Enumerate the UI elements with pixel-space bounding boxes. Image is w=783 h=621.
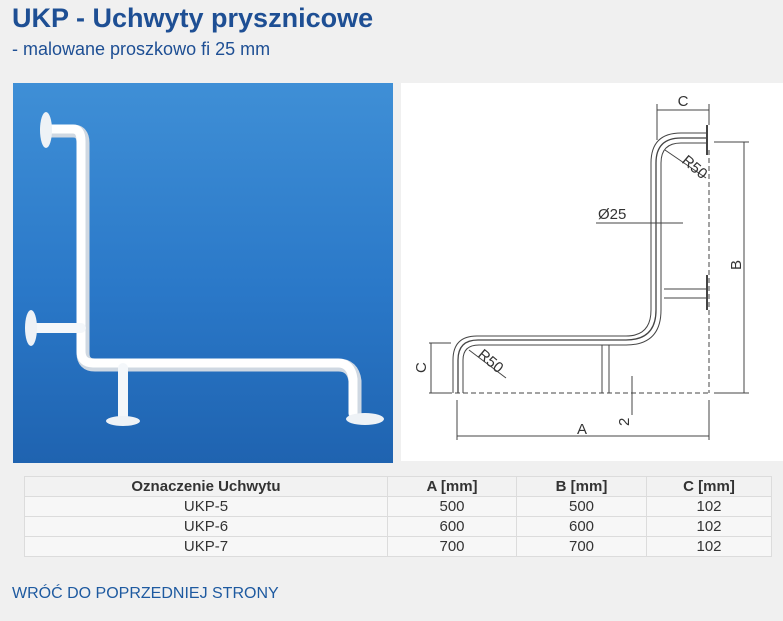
table-header-row: Oznaczenie Uchwytu A [mm] B [mm] C [mm] bbox=[24, 476, 772, 497]
header-c: C [mm] bbox=[646, 476, 772, 497]
dim-diameter: Ø25 bbox=[598, 206, 626, 223]
back-link[interactable]: WRÓĆ DO POPRZEDNIEJ STRONY bbox=[12, 585, 279, 602]
technical-drawing: C R50 Ø25 B C R50 2 A bbox=[401, 83, 783, 461]
dim-b: B bbox=[728, 260, 745, 270]
header-b: B [mm] bbox=[516, 476, 647, 497]
dim-c-left: C bbox=[413, 362, 430, 373]
table-row: UKP-6 600 600 102 bbox=[24, 516, 772, 537]
cell-b: 500 bbox=[516, 496, 647, 517]
page-title: UKP - Uchwyty prysznicowe bbox=[12, 3, 374, 33]
cell-a: 700 bbox=[387, 536, 517, 557]
product-photo bbox=[13, 83, 393, 463]
page-subtitle: - malowane proszkowo fi 25 mm bbox=[12, 39, 271, 59]
header-a: A [mm] bbox=[387, 476, 517, 497]
dim-a: A bbox=[577, 421, 587, 438]
cell-a: 500 bbox=[387, 496, 517, 517]
cell-b: 700 bbox=[516, 536, 647, 557]
cell-c: 102 bbox=[646, 516, 772, 537]
cell-b: 600 bbox=[516, 516, 647, 537]
header-designation: Oznaczenie Uchwytu bbox=[24, 476, 388, 497]
cell-c: 102 bbox=[646, 496, 772, 517]
cell-c: 102 bbox=[646, 536, 772, 557]
cell-designation: UKP-7 bbox=[24, 536, 388, 557]
dim-c-top: C bbox=[678, 93, 689, 110]
dim-r50-bottom: R50 bbox=[474, 346, 506, 377]
table-row: UKP-7 700 700 102 bbox=[24, 536, 772, 557]
cell-designation: UKP-6 bbox=[24, 516, 388, 537]
table-row: UKP-5 500 500 102 bbox=[24, 496, 772, 517]
cell-a: 600 bbox=[387, 516, 517, 537]
cell-designation: UKP-5 bbox=[24, 496, 388, 517]
dimensions-table: Oznaczenie Uchwytu A [mm] B [mm] C [mm] … bbox=[24, 476, 772, 557]
dim-2: 2 bbox=[616, 418, 633, 426]
